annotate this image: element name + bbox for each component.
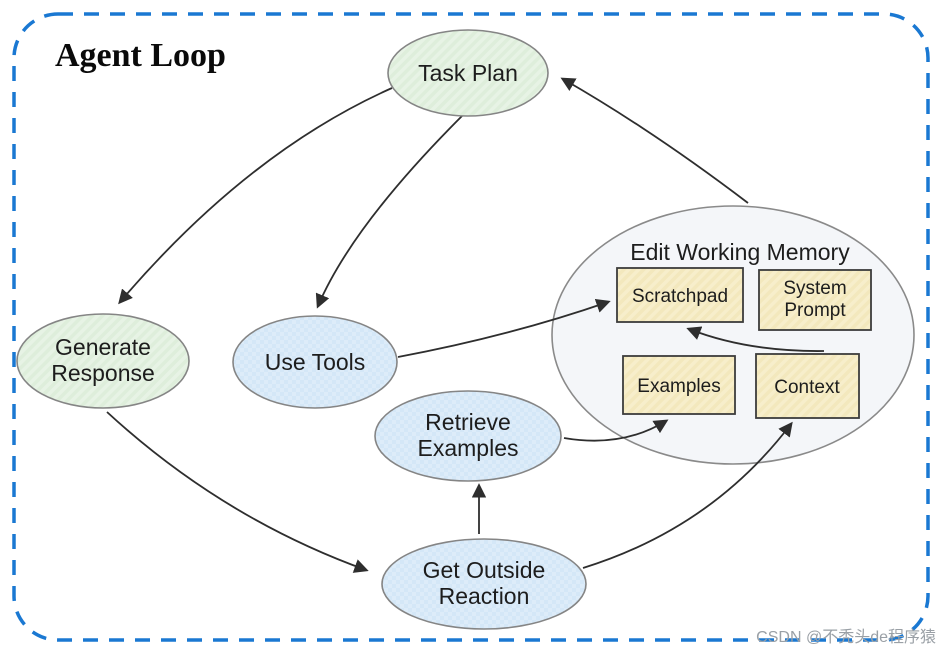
box-context-label: Context xyxy=(774,377,840,398)
node-task-plan xyxy=(387,29,549,117)
node-get-outside-reaction-label-line2: Reaction xyxy=(439,583,530,609)
box-system-prompt-label-line2: Prompt xyxy=(784,300,846,321)
edge-use-tools-to-scratchpad xyxy=(397,298,611,358)
edge-generate-response-to-get-outside-reaction xyxy=(106,411,369,573)
edge-get-outside-reaction-to-context xyxy=(582,421,793,569)
node-generate-response-label-line2: Response xyxy=(51,360,155,386)
node-generate-response-label-line1: Generate xyxy=(55,334,151,360)
node-generate-response xyxy=(16,313,190,409)
node-use-tools-label: Use Tools xyxy=(265,349,366,375)
box-scratchpad xyxy=(616,267,744,323)
node-get-outside-reaction-label-line1: Get Outside xyxy=(423,557,546,583)
box-examples-label: Examples xyxy=(637,376,720,397)
edge-task-plan-to-use-tools xyxy=(315,115,463,309)
node-retrieve-examples-label-line2: Examples xyxy=(418,435,519,461)
page-title: Agent Loop xyxy=(55,37,226,74)
node-task-plan-label: Task Plan xyxy=(418,60,518,86)
nodes: Task Plan Generate Response Use Tools Re… xyxy=(16,29,587,630)
box-context xyxy=(755,353,860,419)
memory-group: Edit Working Memory Scratchpad System Pr… xyxy=(551,205,915,465)
diagram-frame-border xyxy=(12,12,930,642)
edge-task-plan-to-generate-response xyxy=(118,87,393,305)
box-examples xyxy=(622,355,736,415)
edge-context-to-scratchpad xyxy=(686,326,825,352)
edges xyxy=(106,77,825,573)
box-scratchpad-label: Scratchpad xyxy=(632,286,728,307)
node-retrieve-examples-label-line1: Retrieve xyxy=(425,409,511,435)
memory-group-title: Edit Working Memory xyxy=(630,239,850,265)
box-system-prompt-label-line1: System xyxy=(783,278,846,299)
watermark: CSDN @不秃头de程序猿 xyxy=(756,628,936,646)
edge-retrieve-examples-to-examples xyxy=(563,419,669,442)
edge-memory-to-task-plan xyxy=(560,77,749,204)
node-retrieve-examples xyxy=(374,390,562,482)
node-use-tools xyxy=(232,315,398,409)
node-get-outside-reaction xyxy=(381,538,587,630)
box-system-prompt xyxy=(758,269,872,331)
